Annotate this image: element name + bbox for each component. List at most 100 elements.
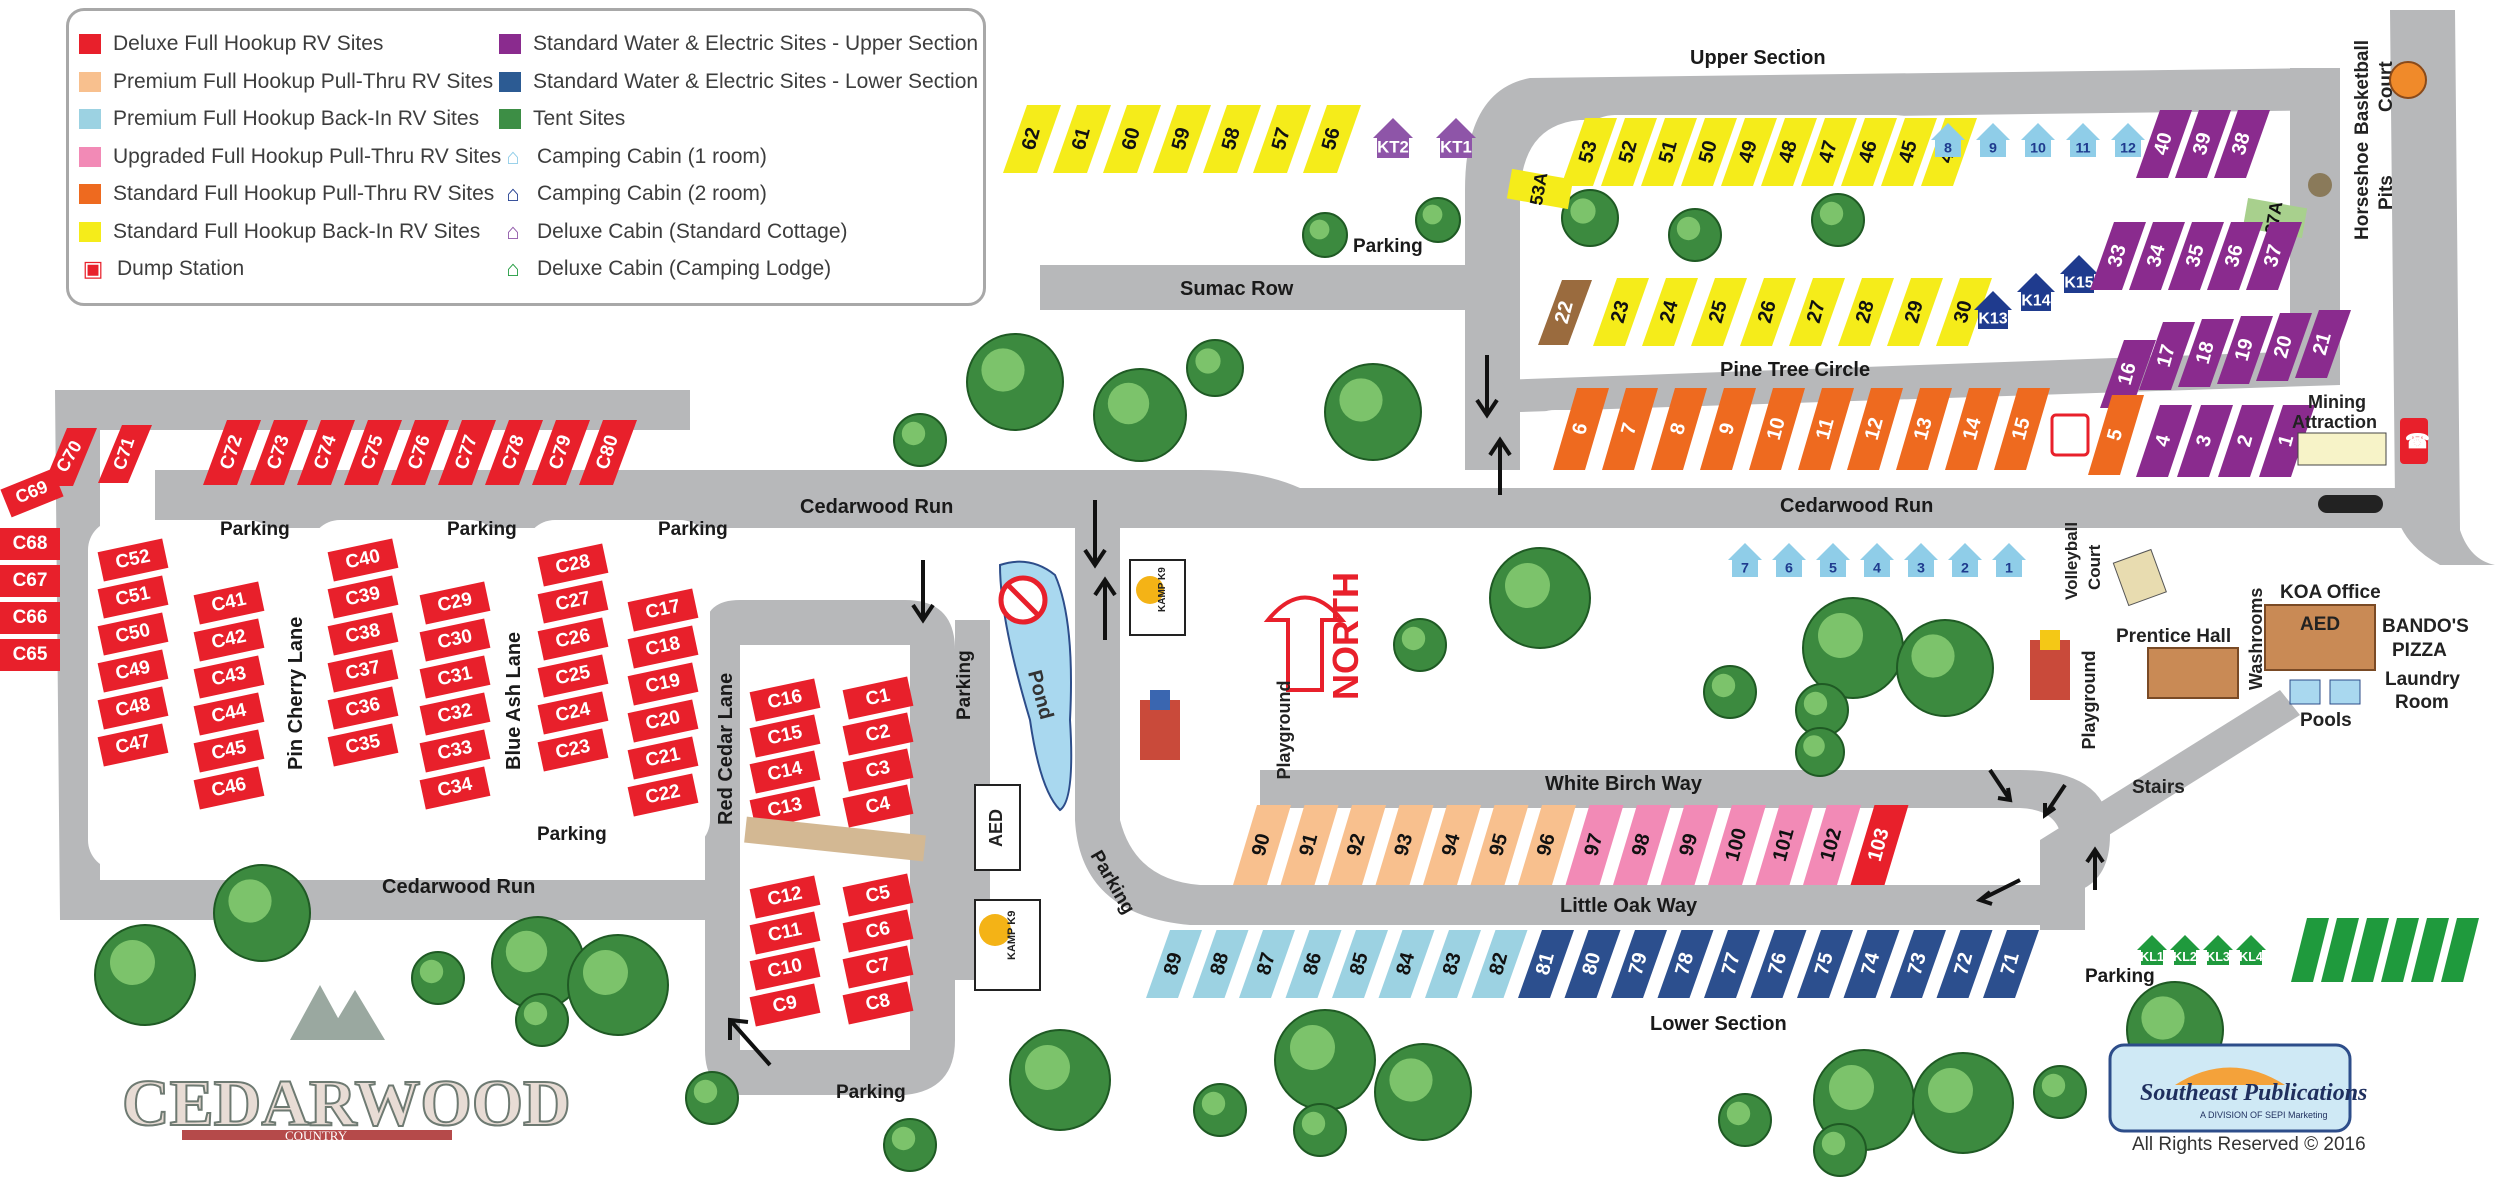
site-shape[interactable] <box>1253 105 1311 173</box>
site-C16[interactable]: C16 <box>749 678 821 722</box>
site-shape[interactable] <box>1203 105 1261 173</box>
site-C32[interactable]: C32 <box>419 692 491 736</box>
cabin-6[interactable]: 6 <box>1772 543 1806 577</box>
site-C67[interactable]: C67 <box>0 565 60 597</box>
tent-site[interactable] <box>2321 918 2359 982</box>
cabin-4[interactable]: 4 <box>1860 543 1894 577</box>
site-C18[interactable]: C18 <box>627 625 699 669</box>
site-3[interactable]: 3 <box>2177 405 2233 477</box>
site-shape[interactable] <box>97 538 169 582</box>
site-99[interactable]: 99 <box>1660 805 1719 885</box>
site-C73[interactable]: C73 <box>250 420 308 485</box>
cabin-shape[interactable] <box>1436 118 1476 158</box>
site-shape[interactable] <box>2136 405 2192 477</box>
site-C78[interactable]: C78 <box>485 420 543 485</box>
site-9[interactable]: 9 <box>1700 388 1756 470</box>
site-shape[interactable] <box>2168 222 2224 290</box>
site-shape[interactable] <box>2136 110 2192 178</box>
site-shape[interactable] <box>842 981 914 1025</box>
cabin-shape[interactable] <box>1974 291 2012 329</box>
site-shape[interactable] <box>1803 805 1861 885</box>
site-71[interactable]: 71 <box>1983 930 2039 998</box>
site-60[interactable]: 60 <box>1103 105 1161 173</box>
site-shape[interactable] <box>749 750 821 794</box>
cabin-KL3[interactable]: KL3 <box>2203 935 2233 965</box>
site-shape[interactable] <box>749 947 821 991</box>
site-shape[interactable] <box>1983 930 2039 998</box>
cabin-shape[interactable] <box>2066 123 2100 157</box>
site-52[interactable]: 52 <box>1601 118 1657 186</box>
site-shape[interactable] <box>0 602 60 634</box>
site-shape[interactable] <box>2129 222 2185 290</box>
site-C40[interactable]: C40 <box>327 538 399 582</box>
site-85[interactable]: 85 <box>1332 930 1388 998</box>
site-shape[interactable] <box>1153 105 1211 173</box>
site-C65[interactable]: C65 <box>0 639 60 671</box>
site-C17[interactable]: C17 <box>627 588 699 632</box>
site-shape[interactable] <box>97 723 169 767</box>
site-shape[interactable] <box>537 617 609 661</box>
cabin-shape[interactable] <box>1772 543 1806 577</box>
site-shape[interactable] <box>419 618 491 662</box>
site-shape[interactable] <box>1749 388 1805 470</box>
site-shape[interactable] <box>627 736 699 780</box>
site-shape[interactable] <box>1843 930 1900 998</box>
site-shape[interactable] <box>1280 805 1339 885</box>
site-shape[interactable] <box>1423 805 1481 885</box>
site-shape[interactable] <box>327 575 399 619</box>
site-shape[interactable] <box>193 655 265 699</box>
cabin-KT1[interactable]: KT1 <box>1436 118 1476 158</box>
site-72[interactable]: 72 <box>1936 930 1993 998</box>
site-shape[interactable] <box>250 420 308 485</box>
site-83[interactable]: 83 <box>1425 930 1481 998</box>
site-C10[interactable]: C10 <box>749 947 821 991</box>
site-C79[interactable]: C79 <box>532 420 590 485</box>
site-shape[interactable] <box>1850 805 1909 885</box>
site-shape[interactable] <box>2218 405 2274 477</box>
site-shape[interactable] <box>1470 805 1529 885</box>
site-shape[interactable] <box>0 528 60 560</box>
site-shape[interactable] <box>1593 278 1649 346</box>
site-shape[interactable] <box>1146 930 1202 998</box>
cabin-3[interactable]: 3 <box>1904 543 1938 577</box>
site-shape[interactable] <box>1053 105 1111 173</box>
site-shape[interactable] <box>1801 118 1857 186</box>
site-C4[interactable]: C4 <box>842 784 914 828</box>
cabin-12[interactable]: 12 <box>2111 123 2145 157</box>
site-shape[interactable] <box>1789 278 1845 346</box>
site-shape[interactable] <box>1797 930 1853 998</box>
site-10[interactable]: 10 <box>1749 388 1805 470</box>
site-73[interactable]: 73 <box>1890 930 1946 998</box>
site-C68[interactable]: C68 <box>0 528 60 560</box>
site-78[interactable]: 78 <box>1657 930 1714 998</box>
site-C74[interactable]: C74 <box>297 420 355 485</box>
site-shape[interactable] <box>1838 278 1894 346</box>
site-C27[interactable]: C27 <box>537 580 609 624</box>
site-shape[interactable] <box>749 983 821 1027</box>
cabin-shape[interactable] <box>1992 543 2026 577</box>
cabin-KT2[interactable]: KT2 <box>1373 118 1413 158</box>
site-shape[interactable] <box>1945 388 2001 470</box>
site-C38[interactable]: C38 <box>327 612 399 656</box>
site-33[interactable]: 33 <box>2090 222 2146 290</box>
site-C21[interactable]: C21 <box>627 736 699 780</box>
site-shape[interactable] <box>532 420 590 485</box>
site-shape[interactable] <box>327 686 399 730</box>
site-shape[interactable] <box>749 678 821 722</box>
cabin-K13[interactable]: K13 <box>1974 291 2012 329</box>
site-shape[interactable] <box>1721 118 1777 186</box>
site-24[interactable]: 24 <box>1642 278 1698 346</box>
cabin-11[interactable]: 11 <box>2066 123 2100 157</box>
site-shape[interactable] <box>1239 930 1295 998</box>
cabin-shape[interactable] <box>2137 935 2167 965</box>
site-shape[interactable] <box>1192 930 1249 998</box>
site-shape[interactable] <box>1936 930 1993 998</box>
site-shape[interactable] <box>749 786 821 830</box>
site-4[interactable]: 4 <box>2136 405 2192 477</box>
site-C48[interactable]: C48 <box>97 686 169 730</box>
site-shape[interactable] <box>97 612 169 656</box>
site-C72[interactable]: C72 <box>203 420 261 485</box>
site-46[interactable]: 46 <box>1841 118 1897 186</box>
site-shape[interactable] <box>1890 930 1946 998</box>
site-shape[interactable] <box>1003 105 1061 173</box>
